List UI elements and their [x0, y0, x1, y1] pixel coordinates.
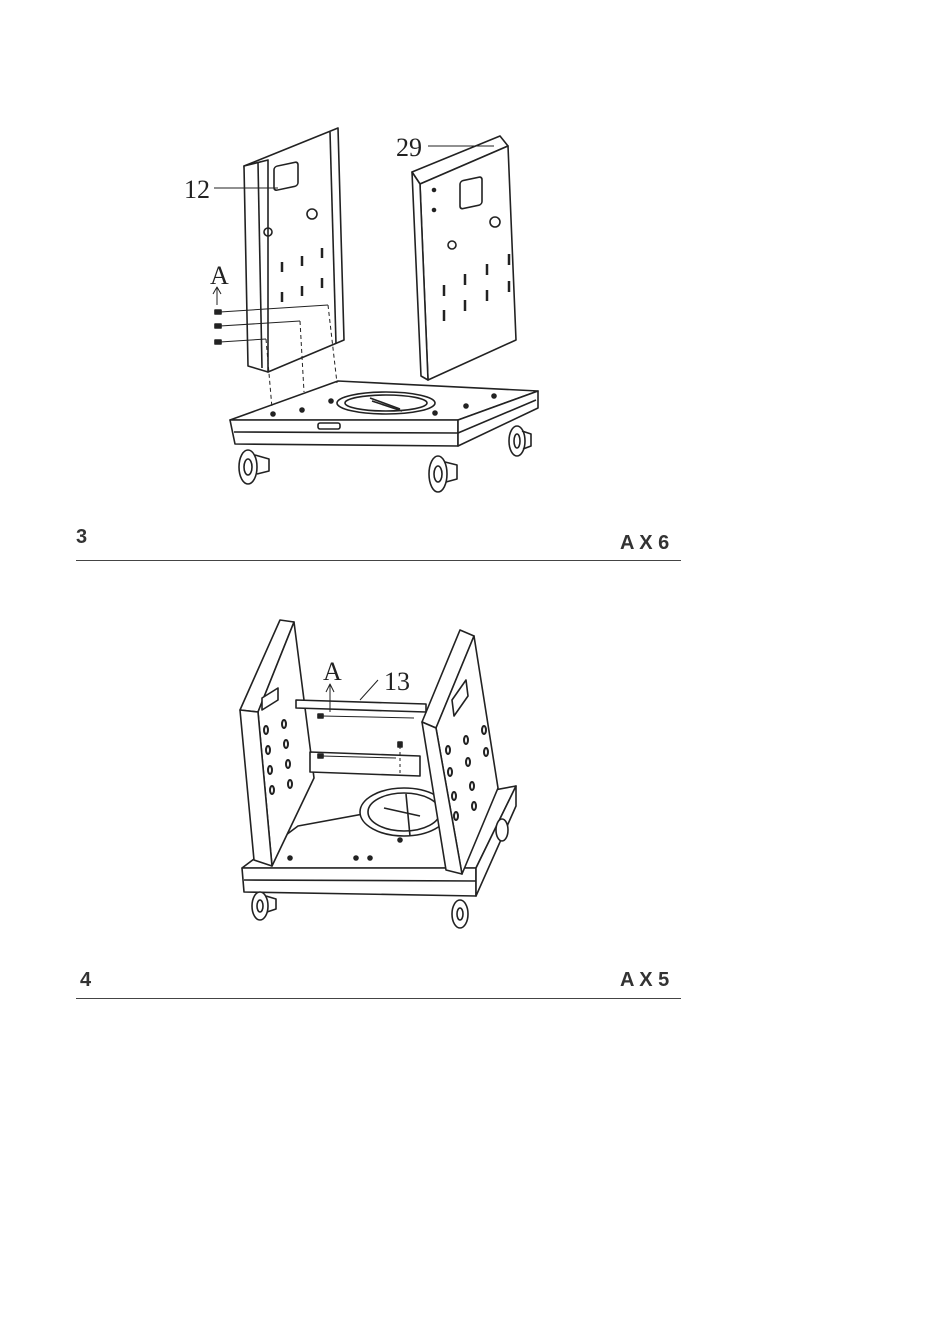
step-4-divider [76, 998, 681, 999]
step-3-number: 3 [76, 526, 87, 549]
callout-part-13: 13 [384, 667, 410, 696]
step-4-number: 4 [80, 969, 91, 992]
callout-fastener-a: A [323, 657, 342, 686]
step-3-quantity: A X 6 [620, 532, 669, 555]
screw-icon [318, 714, 402, 758]
step-3-divider [76, 560, 681, 561]
step-4-quantity: A X 5 [620, 969, 669, 992]
